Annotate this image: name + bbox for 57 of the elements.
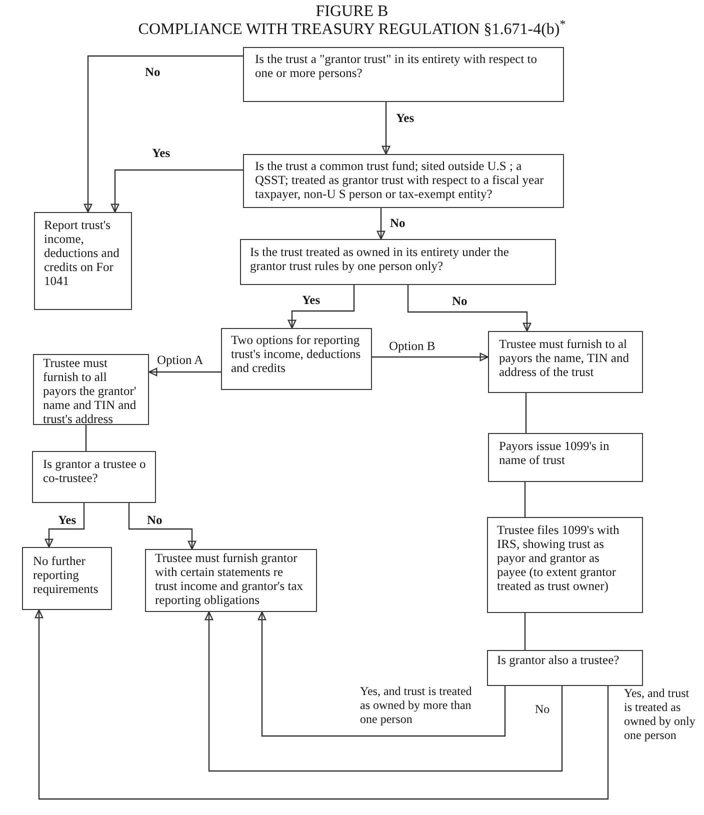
process-box — [488, 433, 643, 482]
arrow — [34, 609, 609, 800]
edge-label: Yes — [302, 293, 320, 307]
edge-label: Option A — [157, 353, 204, 367]
process-box — [145, 549, 317, 612]
figure-number: FIGURE B — [314, 3, 390, 21]
box-text: Is the trust treated as owned in its entirety under the grantor trust rules by one person only? — [250, 245, 510, 273]
arrow — [204, 611, 563, 772]
edge-label: No — [145, 65, 160, 79]
arrow — [84, 55, 243, 213]
arrow — [372, 352, 489, 362]
question-box — [32, 451, 156, 503]
arrow — [44, 503, 85, 548]
question-box — [487, 650, 643, 686]
box-text: Report trust's income, deductions and credits on For 1041 — [44, 218, 120, 288]
edge-label: No — [452, 294, 468, 308]
question-box — [243, 47, 564, 102]
question-box — [243, 154, 564, 208]
connector-line — [524, 613, 526, 650]
arrow — [258, 611, 506, 737]
connector-line — [525, 393, 527, 433]
box-text: Two options for reporting trust's income, deductions and credits — [231, 333, 362, 375]
arrow — [148, 368, 221, 376]
box-text: Trustee must furnish to al payors the name, TIN and address of the trust — [499, 337, 630, 379]
box-text: No further reporting requirements — [33, 554, 100, 596]
process-box — [33, 354, 149, 425]
box-text: Trustee must furnish grantor with certain statements re trust income and grantor's tax reporting obligations — [155, 551, 304, 607]
edge-label: Option B — [389, 339, 436, 353]
process-box — [22, 547, 112, 610]
box-text: Trustee must furnish to all payors the grantor' name and TIN and trust's address — [43, 356, 138, 426]
arrow — [407, 285, 532, 332]
edge-label: Yes — [152, 146, 170, 160]
edge-label: Yes — [58, 513, 76, 527]
edge-label: Yes — [396, 111, 414, 125]
edge-label: Yes, and trust is treated as owned by only one person — [624, 686, 696, 742]
box-text: Is grantor also a trustee? — [497, 653, 620, 667]
box-text: Trustee files 1099's with IRS, showing trust as payor and grantor as payee (to extent grantor treated as trust owner) — [497, 523, 620, 593]
question-box — [240, 239, 556, 285]
arrow — [128, 503, 196, 550]
connector-line — [524, 482, 526, 517]
box-text: Is the trust a "grantor trust" in its entirety with respect to one or more persons? — [255, 52, 538, 80]
edge-label: No — [390, 216, 406, 230]
connector-line — [85, 425, 87, 451]
edge-label: No — [147, 513, 162, 527]
figure-title: COMPLIANCE WITH TREASURY REGULATION §1.671-4(b)$^{*}$ — [138, 21, 566, 39]
box-text: Payors issue 1099's in name of trust — [499, 439, 610, 467]
process-box — [488, 331, 643, 393]
arrow — [288, 285, 355, 329]
box-text: Is the trust a common trust fund; sited outside U.S ; a QSST; treated as grantor trust with respect to a fiscal year taxpayer, non-U S person or tax-exempt entity? — [255, 159, 545, 201]
process-box — [34, 212, 132, 310]
process-box — [487, 517, 643, 613]
box-text: Is grantor a trustee o co-trustee? — [43, 457, 147, 485]
process-box — [221, 328, 372, 390]
arrow — [110, 169, 243, 213]
edge-label: No — [535, 702, 550, 716]
arrow — [376, 208, 386, 240]
arrow — [382, 102, 390, 155]
